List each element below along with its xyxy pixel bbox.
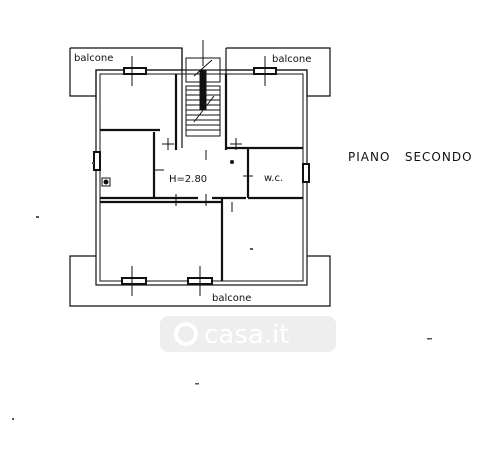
stray-mark xyxy=(195,383,199,385)
window-bottom-left xyxy=(121,277,147,285)
boiler-icon-dot xyxy=(103,179,109,185)
stray-mark xyxy=(12,418,14,420)
staircase xyxy=(185,40,221,137)
balcony-top-left-left xyxy=(69,48,96,97)
stray-marks xyxy=(12,162,432,420)
fixtures xyxy=(101,160,234,187)
balcony-bottom-outline xyxy=(69,255,331,307)
stray-mark xyxy=(250,248,253,250)
window-right-wc xyxy=(302,163,310,183)
plan-title: PIANO SECONDO xyxy=(348,150,473,164)
balcony-label-top-left: balcone xyxy=(74,53,113,64)
balcony-label-top-right: balcone xyxy=(272,54,311,65)
boiler-icon xyxy=(101,177,111,187)
stray-mark xyxy=(92,162,94,164)
point-marker-icon xyxy=(230,160,234,164)
stray-mark xyxy=(427,338,432,340)
stair-direction-diagonal xyxy=(193,59,213,77)
watermark-text: casa.it xyxy=(204,320,289,350)
stair-core xyxy=(199,69,207,111)
watermark-badge xyxy=(160,316,336,352)
watermark: casa.it xyxy=(160,316,336,352)
window-top-left xyxy=(123,67,147,75)
interior-partitions xyxy=(100,74,303,281)
height-label: H=2.80 xyxy=(169,174,207,185)
watermark-logo-icon xyxy=(174,322,198,346)
window-left-kitchen xyxy=(93,151,101,171)
wc-label: w.c. xyxy=(264,173,283,184)
stray-mark xyxy=(36,216,39,218)
balcony-label-bottom: balcone xyxy=(212,293,251,304)
door-markers xyxy=(131,56,266,296)
